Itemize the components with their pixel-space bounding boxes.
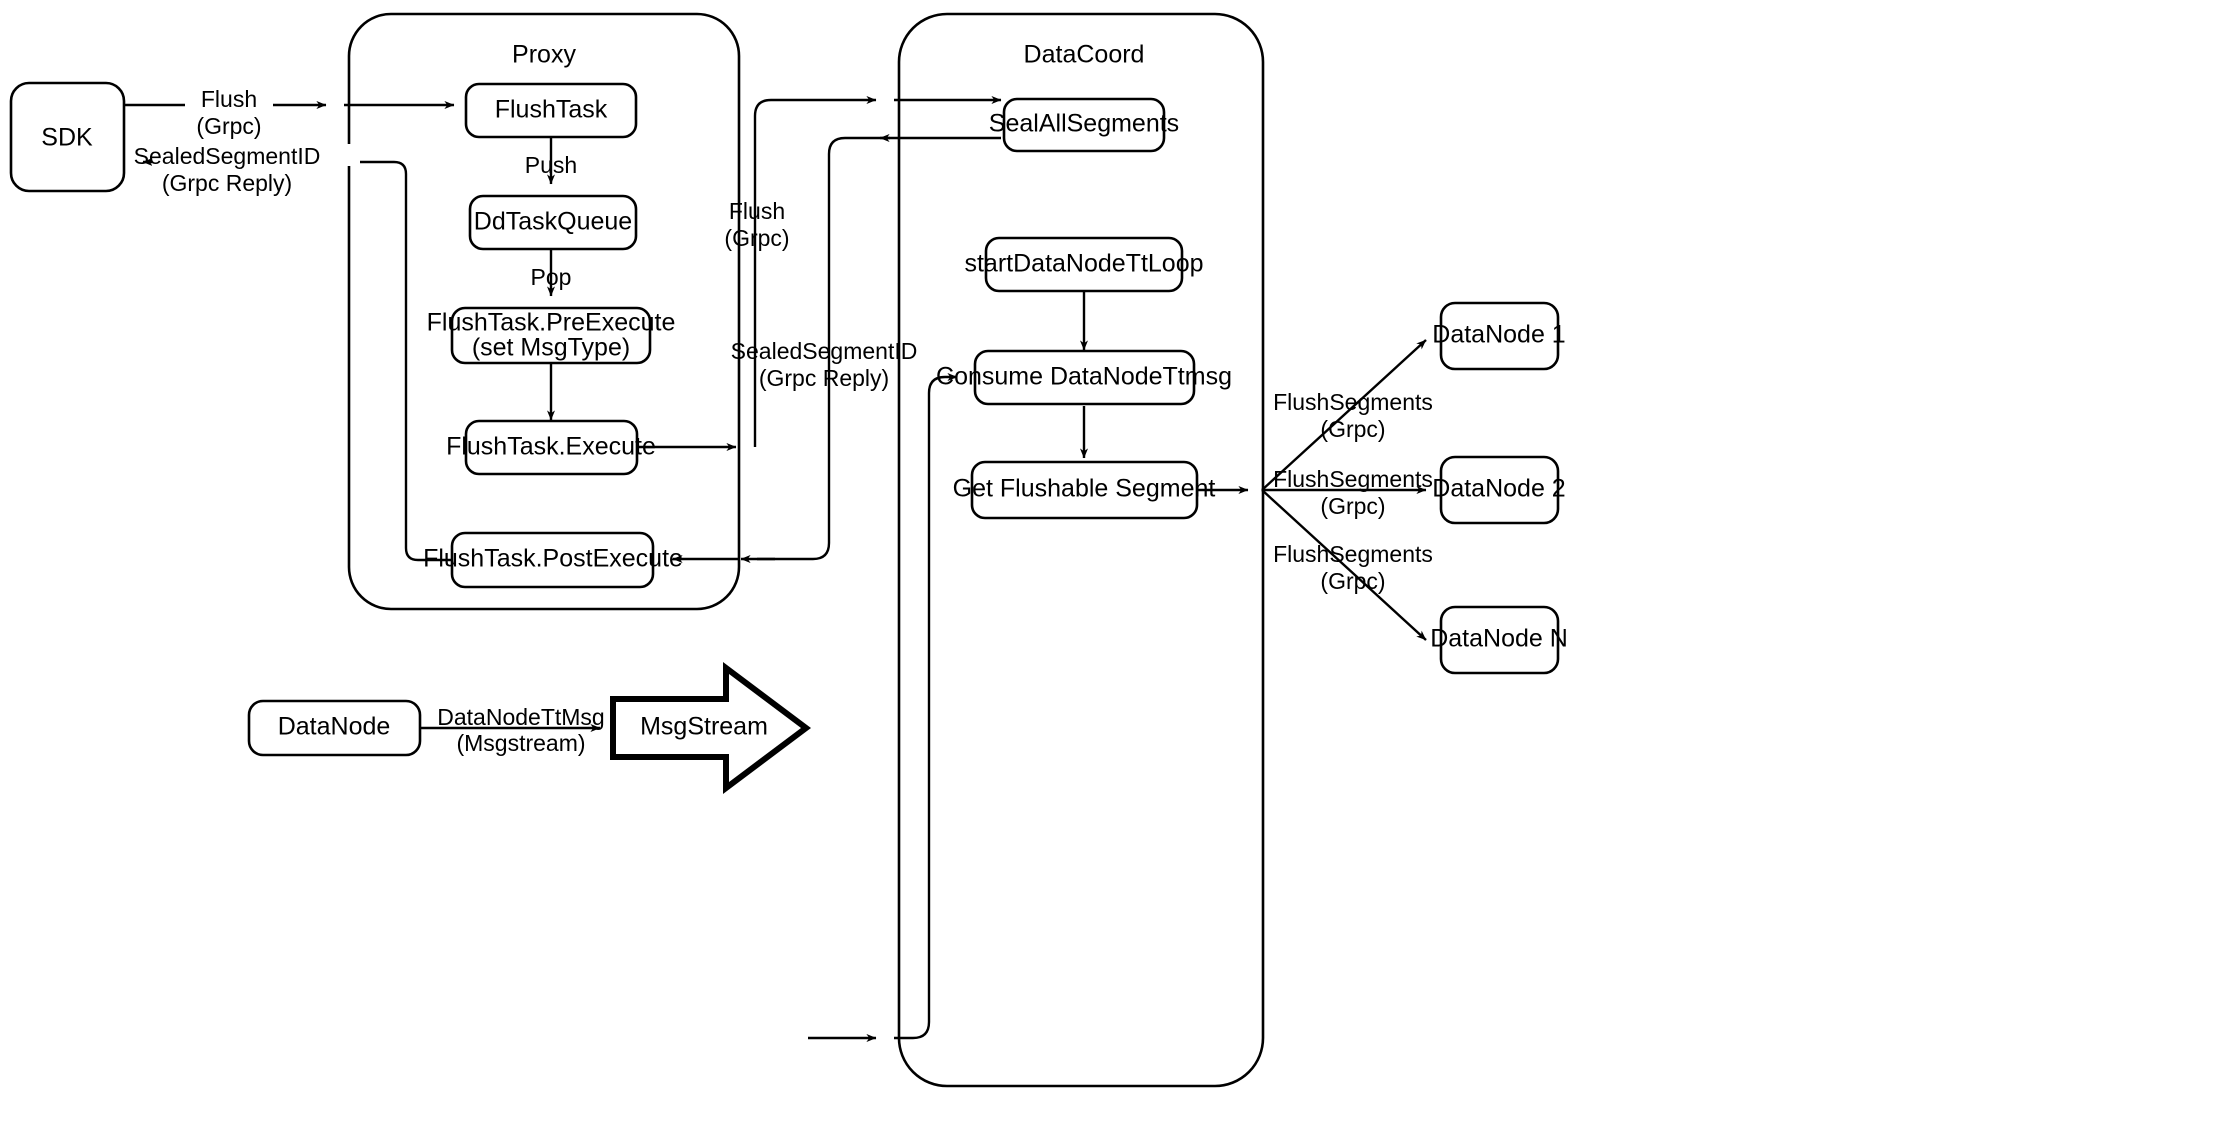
node-datanode-2-label: DataNode 2: [1432, 475, 1565, 503]
node-sealallsegments-label: SealAllSegments: [989, 110, 1179, 138]
edge-label-datanodettmsg-1: DataNodeTtMsg: [437, 704, 604, 730]
node-datanode-bottom[interactable]: DataNode: [247, 699, 422, 757]
edge-datacoord-bus-to-consume: [894, 373, 958, 1040]
node-preexecute-label-line2: (set MsgType): [472, 334, 630, 362]
edge-label-sealed-reply-1: SealedSegmentID: [731, 338, 918, 364]
edge-label-push: Push: [525, 152, 577, 178]
node-datanode-2[interactable]: DataNode 2: [1432, 455, 1566, 525]
edge-label-flushsegments-1a: FlushSegments: [1273, 389, 1433, 415]
node-msgstream[interactable]: MsgStream: [610, 662, 811, 794]
edge-label-sdk-flush-1: Flush: [201, 86, 257, 112]
node-datanode-1[interactable]: DataNode 1: [1432, 301, 1566, 371]
node-consume-datanode-ttmsg[interactable]: Consume DataNodeTtmsg: [936, 349, 1232, 406]
node-ttloop-label: startDataNodeTtLoop: [964, 250, 1203, 278]
edge-label-sdk-flush-2: (Grpc): [196, 113, 261, 139]
node-msgstream-label: MsgStream: [640, 713, 768, 741]
edge-label-flushsegments-2a: FlushSegments: [1273, 466, 1433, 492]
node-datanode-1-label: DataNode 1: [1432, 321, 1565, 349]
node-preexecute-label-line1: FlushTask.PreExecute: [427, 309, 676, 337]
node-getflushable-label: Get Flushable Segment: [953, 475, 1216, 503]
edge-label-sealed-reply-2: (Grpc Reply): [759, 365, 889, 391]
edge-label-pop: Pop: [531, 264, 572, 290]
node-execute-label: FlushTask.Execute: [446, 433, 656, 461]
edge-label-sdk-reply-2: (Grpc Reply): [162, 170, 292, 196]
edge-label-flushsegments-2b: (Grpc): [1320, 493, 1385, 519]
node-flushtask-preexecute[interactable]: FlushTask.PreExecute (set MsgType): [427, 306, 676, 365]
node-flushtask[interactable]: FlushTask: [464, 82, 638, 139]
node-flushtask-execute[interactable]: FlushTask.Execute: [446, 419, 656, 476]
container-datacoord: DataCoord: [897, 12, 1265, 1088]
edge-label-flushsegments-nb: (Grpc): [1320, 568, 1385, 594]
edge-label-flush-grpc-1: Flush: [729, 198, 785, 224]
node-ddtaskqueue-label: DdTaskQueue: [474, 208, 632, 236]
edge-label-datanodettmsg-2: (Msgstream): [456, 730, 585, 756]
node-start-datanode-tt-loop[interactable]: startDataNodeTtLoop: [964, 236, 1204, 293]
edge-label-flush-grpc-2: (Grpc): [724, 225, 789, 251]
edge-label-flushsegments-1b: (Grpc): [1320, 416, 1385, 442]
node-sealallsegments[interactable]: SealAllSegments: [989, 97, 1179, 153]
edge-label-group-sdk-flush: Flush (Grpc): [185, 86, 273, 139]
edge-label-group-sdk-reply: SealedSegmentID (Grpc Reply): [134, 143, 360, 196]
edge-sealed-reply-riser: [757, 136, 898, 561]
node-datanode-n-label: DataNode N: [1430, 625, 1568, 653]
container-datacoord-label: DataCoord: [1024, 41, 1145, 69]
node-sdk[interactable]: SDK: [9, 81, 126, 193]
edge-junction-to-datanoden: [1261, 489, 1427, 641]
node-sdk-label: SDK: [41, 124, 93, 152]
node-datanode-bottom-label: DataNode: [278, 713, 391, 741]
node-ddtaskqueue[interactable]: DdTaskQueue: [468, 194, 638, 251]
edge-postexecute-to-sdk-reply: [334, 160, 452, 562]
node-datanode-n[interactable]: DataNode N: [1430, 605, 1568, 675]
node-get-flushable-segment[interactable]: Get Flushable Segment: [953, 460, 1216, 520]
edge-flush-grpc-to-datacoord: [753, 96, 877, 447]
edge-label-flushsegments-na: FlushSegments: [1273, 541, 1433, 567]
node-flushtask-label: FlushTask: [495, 96, 608, 124]
node-consume-label: Consume DataNodeTtmsg: [936, 363, 1232, 391]
edge-junction-to-datanode1: [1261, 339, 1427, 491]
container-proxy-label: Proxy: [512, 41, 576, 69]
edge-label-sdk-reply-1: SealedSegmentID: [134, 143, 321, 169]
node-flushtask-postexecute[interactable]: FlushTask.PostExecute: [423, 531, 683, 589]
node-postexecute-label: FlushTask.PostExecute: [423, 545, 683, 573]
